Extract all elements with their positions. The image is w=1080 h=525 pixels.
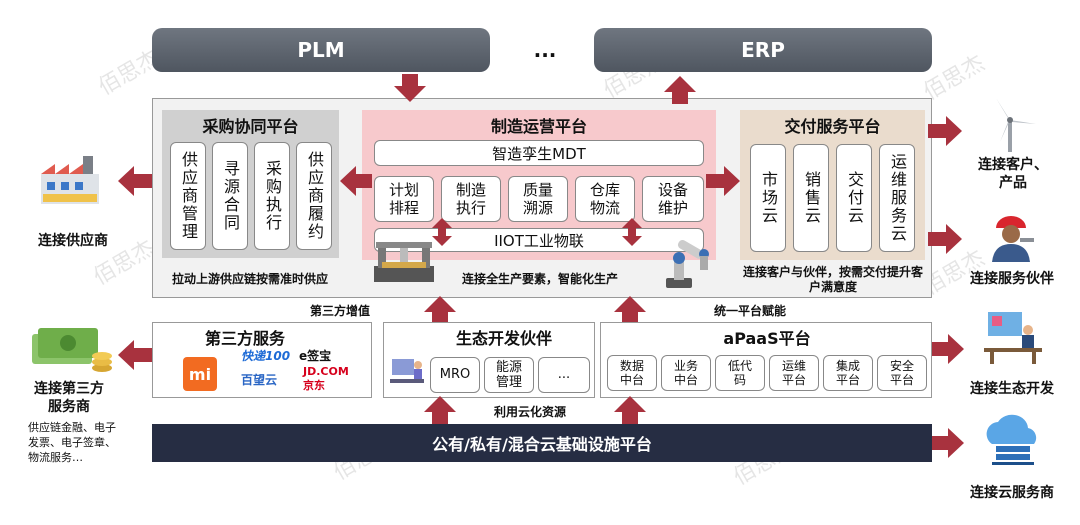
cnc-machine-icon (374, 242, 434, 282)
delivery-item: 市场云 (750, 144, 786, 252)
manufacturing-platform: 制造运营平台 智造孪生MDT 计划 排程 制造 执行 质量 溯源 仓库 物流 设… (362, 110, 716, 260)
procurement-caption: 拉动上游供应链按需准时供应 (171, 271, 328, 286)
eco-caption: 利用云化资源 (493, 404, 566, 419)
robot-arm-icon (666, 240, 709, 288)
supplier-label: 连接供应商 (38, 233, 108, 249)
xiaomi-logo-icon: mi (183, 357, 217, 391)
third-party-provider-sub: 供应链金融、电子发票、电子签章、物流服务… (28, 421, 116, 464)
money-coins-icon (32, 328, 112, 372)
kuaidi100-logo: 快递100 (241, 349, 291, 363)
procurement-platform: 采购协同平台 供应商管理 寻源合同 采购执行 供应商履约 (162, 110, 339, 258)
worker-icon (992, 216, 1034, 262)
arrow-up-apaas (614, 296, 646, 322)
delivery-item: 运维服务云 (879, 144, 915, 252)
eco-dev-label: 连接生态开发 (970, 381, 1054, 397)
cloud-provider-label: 连接云服务商 (970, 485, 1054, 501)
arrow-left-third-party (118, 340, 152, 370)
developer-desk-icon (984, 312, 1042, 364)
procurement-title: 采购协同平台 (202, 117, 299, 136)
eco-item: 能源 管理 (484, 357, 534, 393)
esign-logo: e签宝 (299, 349, 332, 363)
plm-label: PLM (297, 38, 345, 62)
mfg-item: 设备 维护 (642, 176, 704, 222)
erp-bar: ERP (594, 28, 932, 72)
mfg-item: 计划 排程 (374, 176, 434, 222)
eco-panel: 生态开发伙伴 MRO 能源 管理 ... (383, 322, 595, 398)
arrow-up-cloud-eco (424, 396, 456, 424)
cloud-server-icon (986, 414, 1037, 465)
procurement-item: 采购执行 (254, 142, 290, 250)
erp-label: ERP (741, 38, 785, 62)
mfg-item: 制造 执行 (441, 176, 501, 222)
delivery-title: 交付服务平台 (784, 117, 881, 136)
delivery-platform: 交付服务平台 市场云 销售云 交付云 运维服务云 (740, 110, 925, 260)
developer-illustration-icon (390, 359, 424, 383)
procurement-item: 供应商管理 (170, 142, 206, 250)
delivery-caption: 连接客户与伙伴，按需交付提升客户满意度 (742, 265, 923, 294)
apaas-item: 业务 中台 (661, 355, 711, 391)
delivery-item: 销售云 (793, 144, 829, 252)
arrow-right-cloud (932, 428, 964, 458)
procurement-item: 供应商履约 (296, 142, 332, 250)
apaas-item: 低代 码 (715, 355, 765, 391)
manufacturing-caption: 连接全生产要素，智能化生产 (461, 271, 618, 286)
arrow-up-eco (424, 296, 456, 322)
cloud-infrastructure-bar: 公有/私有/混合云基础设施平台 (152, 424, 932, 462)
jd-logo: JD.COM 京东 (303, 365, 349, 392)
manufacturing-title: 制造运营平台 (490, 117, 587, 136)
apaas-item: 运维 平台 (769, 355, 819, 391)
third-party-panel: 第三方服务 mi 快递100 e签宝 百望云 JD.COM 京东 (152, 322, 372, 398)
delivery-item: 交付云 (836, 144, 872, 252)
third-party-provider-label: 连接第三方 服务商 (34, 381, 104, 415)
arrow-left-supplier (118, 166, 152, 196)
arrow-right-customer (928, 116, 962, 146)
mdt-box: 智造孪生MDT (374, 140, 704, 166)
third-party-label: 第三方增值 (309, 303, 370, 318)
apaas-title: aPaaS平台 (723, 329, 811, 348)
plm-bar: PLM (152, 28, 490, 72)
apaas-item: 集成 平台 (823, 355, 873, 391)
eco-item: MRO (430, 357, 480, 393)
cloud-label: 公有/私有/混合云基础设施平台 (432, 435, 652, 454)
wind-turbine-icon (996, 98, 1036, 152)
arrow-right-eco-dev (932, 334, 964, 364)
arrow-up-cloud-apaas (614, 396, 646, 424)
mfg-item: 仓库 物流 (575, 176, 635, 222)
eco-item: ... (538, 357, 590, 393)
service-partner-label: 连接服务伙伴 (970, 271, 1054, 287)
apaas-panel: aPaaS平台 数据 中台 业务 中台 低代 码 运维 平台 集成 平台 安全 … (600, 322, 932, 398)
mfg-item: 质量 溯源 (508, 176, 568, 222)
apaas-label: 统一平台赋能 (713, 303, 786, 318)
apaas-item: 安全 平台 (877, 355, 927, 391)
apaas-item: 数据 中台 (607, 355, 657, 391)
procurement-item: 寻源合同 (212, 142, 248, 250)
ellipsis: ... (533, 38, 557, 62)
third-party-title: 第三方服务 (205, 329, 286, 348)
arrow-right-service-partner (928, 224, 962, 254)
eco-title: 生态开发伙伴 (455, 329, 552, 348)
factory-icon (41, 156, 99, 204)
customer-label: 连接客户、 产品 (978, 157, 1048, 191)
baiwangyun-logo: 百望云 (241, 373, 278, 387)
